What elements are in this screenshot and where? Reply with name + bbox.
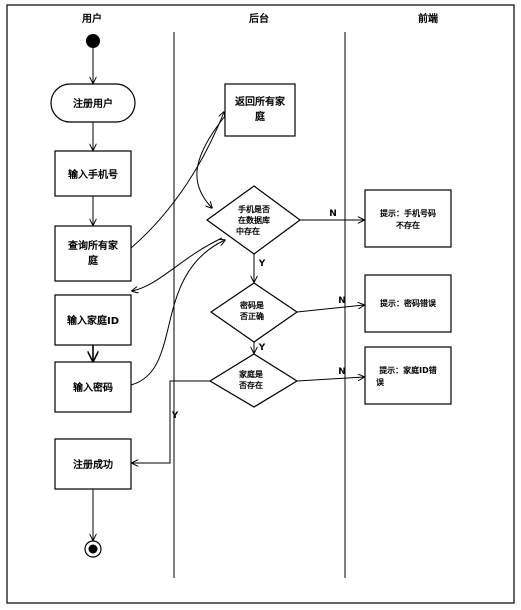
node-tip-phone-line2: 不存在 xyxy=(396,220,420,230)
node-query-families-line1: 查询所有家 xyxy=(67,239,119,252)
decision-phone-line3: 中存在 xyxy=(236,226,260,236)
node-return-families-line2: 庭 xyxy=(255,110,266,123)
node-tip-phone xyxy=(364,189,452,248)
node-tip-family-line2: 误 xyxy=(376,378,385,387)
edge-label-y-family: Y xyxy=(171,411,179,421)
edge-label-n-family: N xyxy=(338,367,346,377)
end-node-core xyxy=(88,544,98,554)
node-register-success xyxy=(54,438,132,490)
decision-password-line1: 密码是 xyxy=(239,300,264,310)
node-tip-family-line1: 提示：家庭ID错 xyxy=(379,365,437,375)
edge-label-y-password: Y xyxy=(258,343,266,353)
lane-title-frontend: 前端 xyxy=(418,12,438,25)
edge-return-to-decision-phone xyxy=(196,115,226,208)
node-input-phone-label: 输入手机号 xyxy=(68,168,118,181)
edge-label-n-phone: N xyxy=(329,209,337,219)
node-query-families xyxy=(54,225,132,282)
lane-title-user: 用户 xyxy=(81,12,102,25)
node-return-families-line1: 返回所有家 xyxy=(235,95,286,108)
edge-label-y-phone: Y xyxy=(258,259,266,269)
node-input-family-id xyxy=(54,294,132,346)
node-register-success-label: 注册成功 xyxy=(73,458,113,471)
decision-family-line1: 家庭是 xyxy=(239,369,263,379)
edge-decision-password-to-tip xyxy=(296,305,364,313)
decision-phone-line2: 在数据库 xyxy=(238,215,270,225)
edge-label-n-password: N xyxy=(338,296,346,306)
node-register-user-label: 注册用户 xyxy=(73,97,113,110)
edge-decision-phone-to-familyid xyxy=(132,237,223,291)
node-tip-password-label: 提示：密码错误 xyxy=(380,298,437,308)
decision-password-line2: 否正确 xyxy=(239,311,264,321)
node-input-password-label: 输入密码 xyxy=(73,381,113,394)
node-query-families-line2: 庭 xyxy=(88,254,99,267)
node-input-family-id-label: 输入家庭ID xyxy=(67,314,119,327)
edge-password-to-decision xyxy=(130,240,225,386)
decision-family-exists xyxy=(208,353,299,408)
node-return-families xyxy=(224,83,296,137)
node-tip-phone-line1: 提示：手机号码 xyxy=(380,208,436,218)
edge-decision-family-to-success xyxy=(132,380,210,463)
decision-phone-line1: 手机是否 xyxy=(238,204,270,214)
start-node xyxy=(86,34,100,48)
node-tip-family xyxy=(364,346,452,405)
edge-decision-family-to-tip xyxy=(296,377,364,382)
edge-query-to-return xyxy=(130,112,224,249)
lane-title-backend: 后台 xyxy=(249,12,269,25)
decision-family-line2: 否存在 xyxy=(238,380,263,390)
